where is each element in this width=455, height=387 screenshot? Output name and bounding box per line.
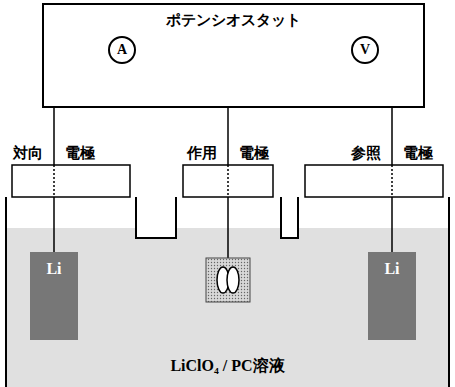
vessel-wall — [6, 197, 449, 387]
ammeter-circle: A — [108, 36, 136, 64]
lithium-electrode: Li — [30, 252, 78, 340]
potentiostat-box: ポテンシオスタット A V — [42, 3, 425, 108]
lithium-electrode-text: Li — [30, 260, 78, 278]
voltmeter-circle: V — [351, 36, 379, 64]
electrode-label: 作用 電極 — [187, 144, 268, 163]
lithium-electrode: Li — [368, 252, 416, 340]
cap — [305, 165, 443, 197]
electrolyte-cell-text: LiClO₄ / PC溶液 — [5, 356, 450, 377]
electrode-label: 対向 電極 — [13, 144, 94, 163]
lithium-electrode-text: Li — [368, 260, 416, 278]
ammeter-circle-text: A — [117, 42, 127, 58]
electrolyte-cell: LiClO₄ / PC溶液 Li Li — [5, 197, 450, 387]
working-electrode — [206, 258, 250, 302]
cap — [183, 165, 273, 197]
potentiostat-box-text: ポテンシオスタット — [44, 11, 423, 30]
electrode-label: 参照 電極 — [351, 144, 432, 163]
cap — [12, 165, 130, 197]
voltmeter-circle-text: V — [360, 42, 370, 58]
